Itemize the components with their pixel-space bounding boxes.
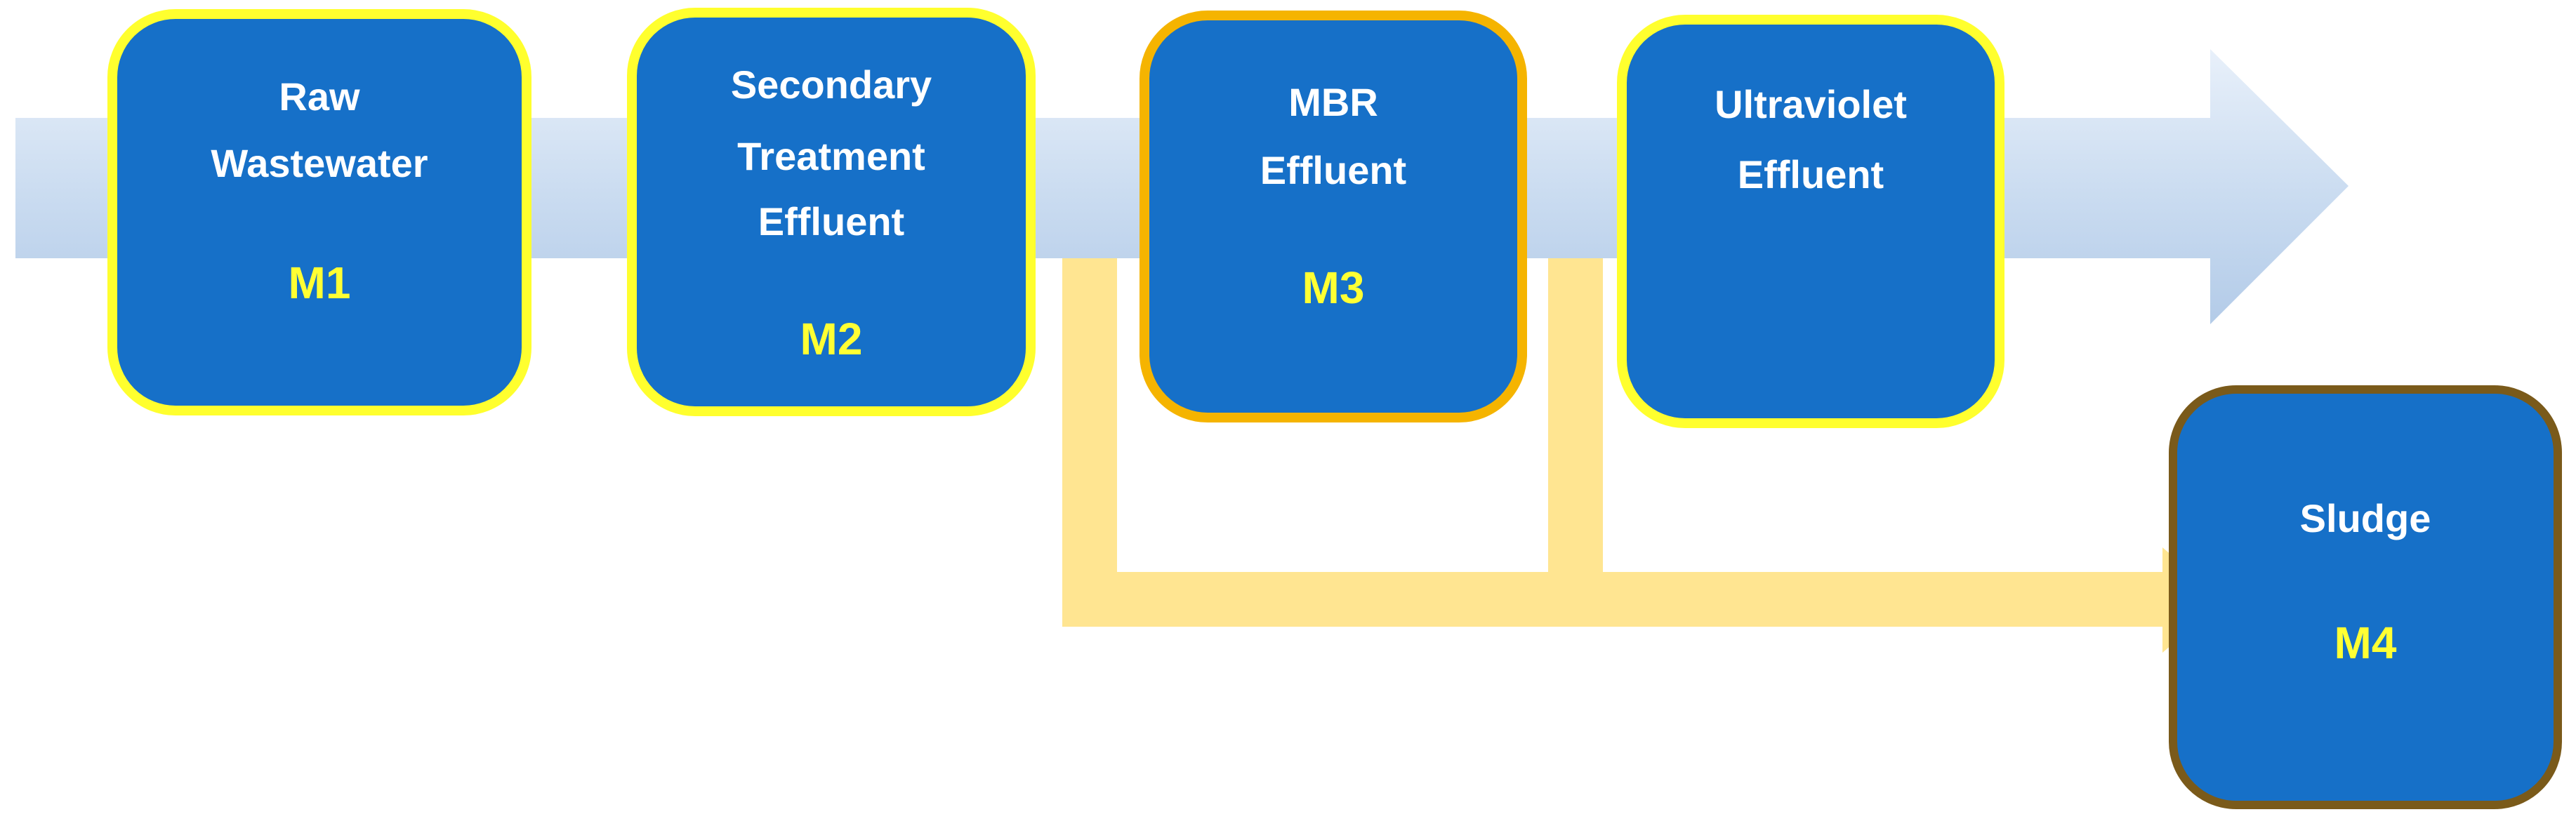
stage-label-line: Raw bbox=[279, 74, 360, 119]
stage-label-line: Wastewater bbox=[211, 141, 428, 185]
stage-secondary-treatment-effluent: Secondary Treatment Effluent M2 bbox=[627, 8, 1036, 416]
stage-label-line: MBR bbox=[1288, 80, 1378, 124]
stage-box bbox=[1140, 11, 1527, 422]
stage-box bbox=[2169, 385, 2562, 809]
stage-label-line: Effluent bbox=[1738, 152, 1884, 197]
stage-box bbox=[627, 8, 1036, 416]
stage-code: M1 bbox=[289, 258, 351, 308]
stage-ultraviolet-effluent: Ultraviolet Effluent bbox=[1617, 15, 2004, 428]
stage-raw-wastewater: Raw Wastewater M1 bbox=[107, 9, 531, 415]
sludge-branch-from-m3 bbox=[1548, 258, 1603, 578]
stage-label-line: Treatment bbox=[737, 134, 925, 178]
sludge-collector-line bbox=[1062, 572, 2165, 627]
stage-box bbox=[107, 9, 531, 415]
stage-label-line: Ultraviolet bbox=[1715, 82, 1907, 126]
stage-label-line: Sludge bbox=[2300, 496, 2431, 540]
stage-mbr-effluent: MBR Effluent M3 bbox=[1140, 11, 1527, 422]
stage-label-line: Effluent bbox=[1260, 148, 1406, 192]
stage-code: M4 bbox=[2334, 618, 2397, 668]
stage-code: M2 bbox=[800, 314, 863, 364]
stage-box bbox=[1617, 15, 2004, 428]
stage-label-line: Secondary bbox=[731, 62, 932, 107]
sludge-branch-from-m2 bbox=[1062, 258, 1117, 625]
stage-label-line: Effluent bbox=[758, 199, 904, 244]
stage-code: M3 bbox=[1302, 262, 1365, 313]
stage-sludge: Sludge M4 bbox=[2169, 385, 2562, 809]
